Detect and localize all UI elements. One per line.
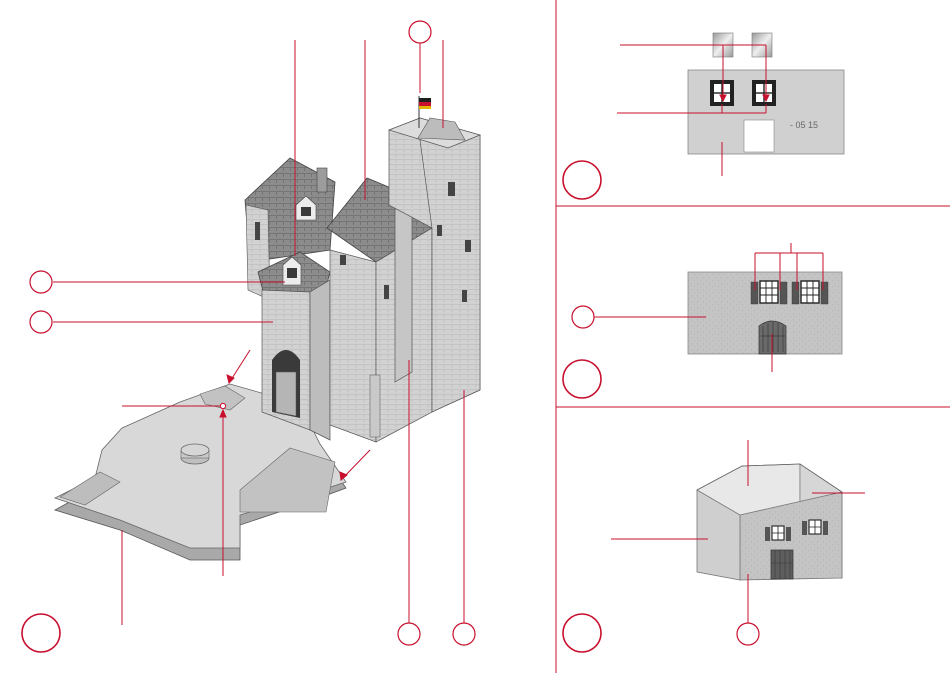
panel-2 xyxy=(563,243,842,398)
panel-3 xyxy=(563,440,865,652)
house-door xyxy=(771,550,793,579)
step-marker xyxy=(22,614,60,652)
callout-circle xyxy=(737,623,759,645)
panel-1: - 05 15 xyxy=(563,33,844,199)
callout-circle xyxy=(572,306,594,328)
callout-circle xyxy=(409,21,431,43)
window-with-shutters-left xyxy=(751,281,787,304)
step-marker xyxy=(563,161,601,199)
callout-circle xyxy=(398,623,420,645)
castle-model xyxy=(53,40,480,625)
window-left xyxy=(710,80,734,106)
panel-marking: - 05 15 xyxy=(790,120,818,130)
step-marker xyxy=(563,360,601,398)
gatehouse xyxy=(258,252,330,440)
window-right xyxy=(752,80,776,106)
callout-circle xyxy=(453,623,475,645)
step-marker xyxy=(563,614,601,652)
callout-circle xyxy=(30,311,52,333)
callout-circle xyxy=(30,271,52,293)
